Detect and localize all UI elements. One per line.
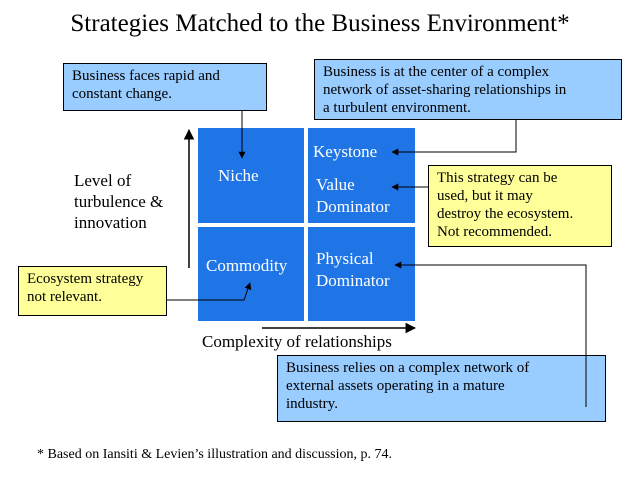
y-axis-label: Level of turbulence & innovation (74, 171, 164, 232)
page-title: Strategies Matched to the Business Envir… (70, 10, 570, 37)
callout-not-recommended: This strategy can be used, but it may de… (428, 165, 612, 247)
quadrant-commodity: Commodity (198, 227, 304, 321)
callout-complex-network: Business is at the center of a complex n… (314, 59, 622, 120)
connector-not-relevant (167, 282, 252, 301)
callout-rapid-change: Business faces rapid and constant change… (63, 63, 267, 111)
x-axis-label: Complexity of relationships (202, 332, 392, 351)
quadrant-physical-dominator-label: Physical Dominator (316, 249, 390, 290)
connector-external-assets (394, 261, 587, 407)
connector-complex-network (391, 120, 517, 156)
quadrant-value-dominator-label: Value Dominator (316, 175, 390, 216)
footnote: * Based on Iansiti & Levien’s illustrati… (37, 447, 393, 462)
quadrant-physical-dominator: Physical Dominator (308, 227, 415, 321)
quadrant-niche-label: Niche (218, 166, 259, 185)
quadrant-keystone-value-dominator: Keystone Value Dominator (308, 128, 415, 223)
callout-external-assets: Business relies on a complex network of … (277, 355, 606, 422)
callout-not-relevant: Ecosystem strategy not relevant. (18, 266, 167, 316)
quadrant-niche: Niche (198, 128, 304, 223)
quadrant-commodity-label: Commodity (206, 256, 288, 275)
quadrant-keystone-label: Keystone (313, 142, 378, 161)
